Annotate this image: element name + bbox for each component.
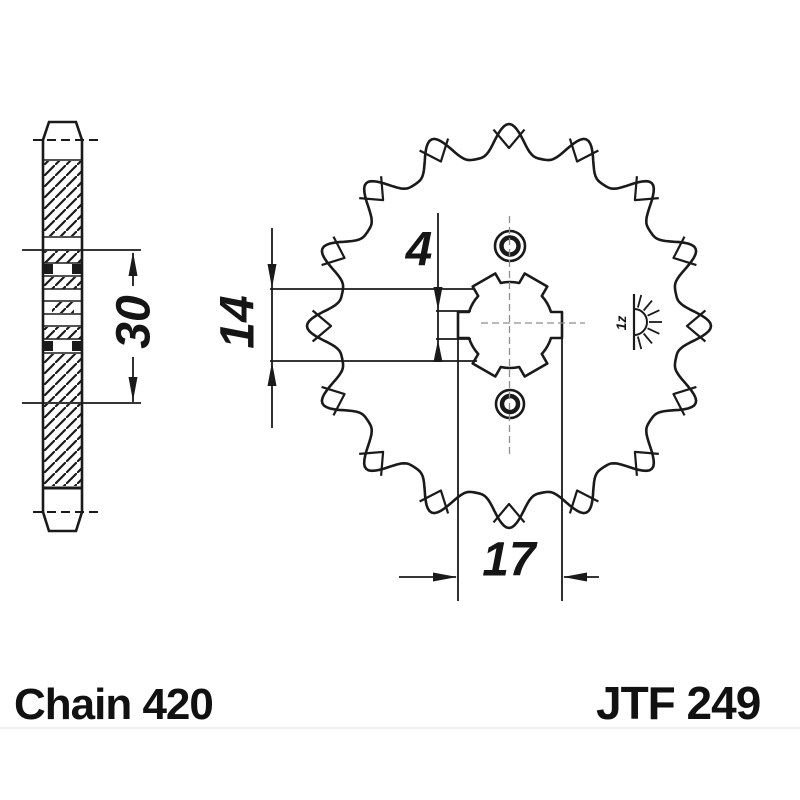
dimension-14: 14 <box>212 228 477 428</box>
arrowhead-down <box>433 287 443 310</box>
dimension-30: 30 <box>22 249 161 404</box>
tooth-tip-marks <box>311 128 707 524</box>
part-number-label: JTF 249 <box>596 677 761 729</box>
arrowhead-up <box>128 252 138 276</box>
spline-bore <box>456 272 564 378</box>
arrowhead-up <box>267 362 277 386</box>
bottom-divider <box>0 727 800 729</box>
arrowhead-down <box>128 377 138 401</box>
half-sun-icon <box>633 308 648 336</box>
front-view <box>305 122 713 530</box>
arrowhead-up <box>433 340 443 362</box>
arrowhead-right <box>433 572 457 582</box>
sun-rays-icon <box>637 294 662 350</box>
side-view-flange-dashes <box>33 139 99 513</box>
dimension-4: 4 <box>405 213 471 362</box>
side-view <box>33 120 99 533</box>
centerlines <box>481 216 585 458</box>
arrowhead-left <box>563 572 587 582</box>
side-view-band-lines <box>43 159 82 490</box>
surface-mark-label: 1z <box>613 316 629 331</box>
dimension-17: 17 <box>399 330 599 601</box>
dim-17-label: 17 <box>482 534 538 587</box>
dim-4-label: 4 <box>405 224 433 277</box>
dim-14-label: 14 <box>212 295 265 348</box>
arrowhead-down <box>267 264 277 288</box>
side-view-hatching <box>43 161 82 486</box>
chain-size-label: Chain 420 <box>14 680 214 729</box>
surface-finish-mark: 1z <box>613 294 662 350</box>
dim-30-label: 30 <box>108 295 161 349</box>
